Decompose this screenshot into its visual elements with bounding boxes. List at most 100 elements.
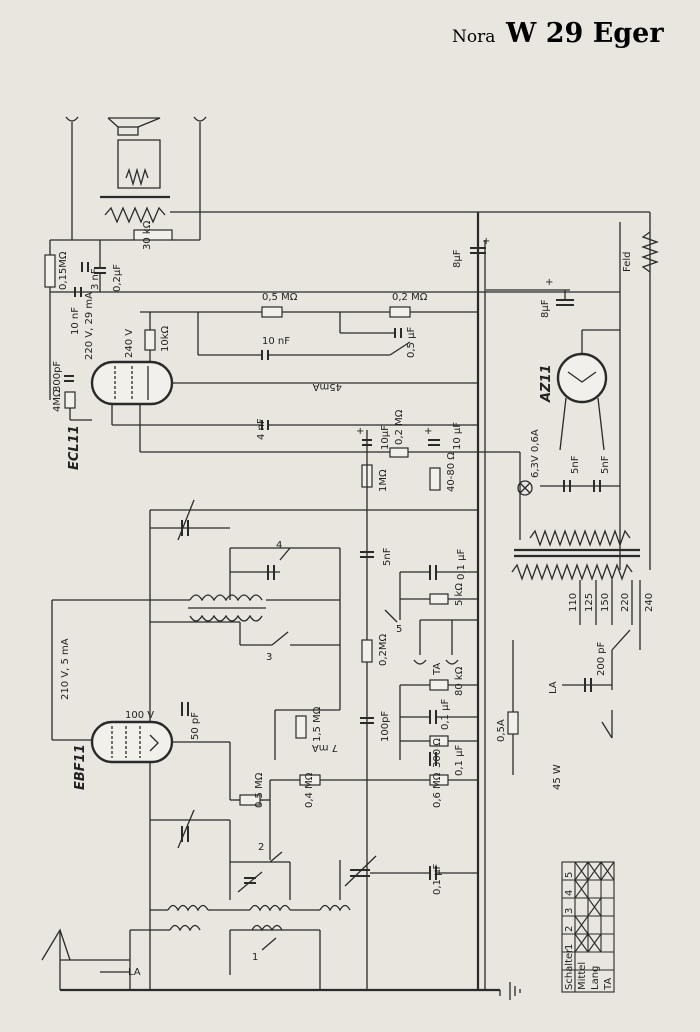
- label-c-01uf-b: 0,1 µF: [440, 699, 451, 730]
- switch-table-col-label: 4: [564, 890, 575, 896]
- label-c-100pf: 100pF: [380, 711, 391, 742]
- label-fuse: 0,5A: [496, 719, 507, 742]
- label-tap-150: 150: [600, 593, 611, 612]
- label-tap-220: 220: [620, 593, 631, 612]
- switch-table-mark: [587, 933, 602, 953]
- switch-5: [384, 609, 398, 623]
- switch-table-col-label: 5: [564, 872, 575, 878]
- label-r-30k: 30 kΩ: [142, 220, 153, 250]
- label-c-300pf: 300pF: [52, 361, 63, 392]
- label-tube-az11: AZ11: [539, 364, 554, 403]
- label-c-200pf: 200 pF: [596, 641, 607, 676]
- resistor-02m-lo: [361, 639, 373, 663]
- label-c-3nf: 3 nF: [90, 268, 101, 290]
- resistor-4m: [64, 391, 76, 409]
- label-c-8uf-mid: 8µF: [540, 299, 551, 318]
- label-sw-1: 1: [252, 952, 258, 963]
- label-c-8uf-top: 8µF: [452, 249, 463, 268]
- svg-text:+: +: [356, 426, 364, 437]
- switch-table-col-label: 3: [564, 908, 575, 914]
- rf-coil-2: [249, 904, 291, 912]
- resistor-15m: [295, 715, 307, 739]
- label-r-02m-lo: 0,2MΩ: [378, 633, 389, 666]
- label-r-04m: 0,4 MΩ: [304, 772, 315, 808]
- resistor-40-80: [429, 467, 441, 491]
- switch-table-mark: [574, 933, 589, 953]
- label-c-10nf: 10 nF: [70, 307, 81, 335]
- label-lamp: 6,3V 0,6A: [530, 429, 541, 478]
- resistor-015m: [44, 254, 56, 288]
- label-tube-ecl11: ECL11: [67, 425, 82, 470]
- label-r-05m-lo: 0,5 MΩ: [254, 772, 265, 808]
- resistor-5k: [429, 593, 449, 605]
- label-r-80k: 80 kΩ: [454, 666, 465, 696]
- switch-1: [261, 937, 277, 951]
- label-c-05uf: 0,5 µF: [406, 327, 417, 358]
- label-r-02m-mid: 0,2 MΩ: [394, 409, 405, 445]
- label-c-01uf-c: 0,1 µF: [454, 745, 465, 776]
- label-i-7ma: 7 mA: [312, 742, 338, 753]
- label-c-10uf: 10µF: [380, 425, 391, 450]
- switch-table-mark: [574, 915, 589, 935]
- mains-switch: [601, 721, 613, 739]
- label-la-top: LA: [548, 681, 559, 694]
- voice-coil-resistor: [117, 139, 161, 189]
- label-c-4nf: 4 nF: [256, 418, 267, 440]
- label-v-220: 220 V, 29 mA: [84, 292, 95, 360]
- rf-coil-1: [167, 904, 209, 912]
- resistor-30k: [133, 229, 173, 241]
- label-r-06m: 0,6 MΩ: [432, 772, 443, 808]
- label-r-300: 300 Ω: [432, 738, 443, 768]
- title-model: W 29 Eger: [505, 18, 664, 49]
- if-coil-lower: [189, 614, 263, 622]
- label-power-w: 45 W: [552, 764, 563, 790]
- label-r-02m-top: 0,2 MΩ: [392, 292, 428, 303]
- speaker-icon: [107, 117, 161, 136]
- svg-text:+: +: [424, 426, 432, 437]
- switch-table-row-label: Lang: [590, 966, 601, 990]
- power-transformer-primary: [511, 563, 633, 581]
- field-coil: [641, 231, 659, 273]
- switch-2: [269, 851, 283, 863]
- label-sw-3: 3: [266, 652, 272, 663]
- svg-text:+: +: [482, 236, 490, 247]
- label-sw-5: 5: [396, 624, 402, 635]
- switch-table-row-label: TA: [603, 978, 614, 991]
- label-c-01uf-a: 0,1 µF: [456, 549, 467, 580]
- label-r-015m: 0,15MΩ: [58, 251, 69, 290]
- tuning-capacitor: [344, 855, 377, 887]
- label-i-45ma: 45mA: [313, 381, 342, 392]
- switch-3: [271, 631, 289, 646]
- switch-5-top: [389, 341, 411, 356]
- label-r-5k: 5 kΩ: [454, 583, 465, 606]
- label-r-1m: 1MΩ: [378, 469, 389, 492]
- power-transformer-secondary: [529, 529, 631, 547]
- voltage-selector-switch: [611, 629, 631, 651]
- switch-table-mark: [574, 879, 589, 899]
- label-v-210: 210 V, 5 mA: [60, 638, 71, 700]
- label-tap-240: 240: [644, 593, 655, 612]
- switch-table-col-label: 2: [564, 926, 575, 932]
- output-transformer: [100, 195, 170, 224]
- label-c-10nf-b: 10 nF: [262, 336, 290, 347]
- resistor-02m-top: [389, 306, 411, 318]
- label-v-240: 240 V: [124, 329, 135, 358]
- label-tap-125: 125: [584, 593, 595, 612]
- if-coil-upper: [189, 594, 263, 602]
- label-r-10k: 10kΩ: [160, 325, 171, 352]
- switch-table-mark: [574, 861, 589, 881]
- label-c-02uf: 0,2µF: [112, 264, 123, 292]
- resistor-80k: [429, 679, 449, 691]
- rf-coil-3: [319, 904, 351, 912]
- resistor-02m-mid: [389, 447, 409, 458]
- label-c-5nf-a: 5nF: [570, 455, 581, 474]
- label-c-50pf: 50 pF: [190, 712, 201, 740]
- switch-table-mark: [587, 861, 602, 881]
- label-c-5nf-c: 5nF: [382, 547, 393, 566]
- title-brand: Nora: [452, 27, 495, 47]
- svg-text:+: +: [545, 277, 553, 288]
- label-c-5nf-b: 5nF: [600, 455, 611, 474]
- label-r-40-80: 40-80 Ω: [446, 452, 457, 492]
